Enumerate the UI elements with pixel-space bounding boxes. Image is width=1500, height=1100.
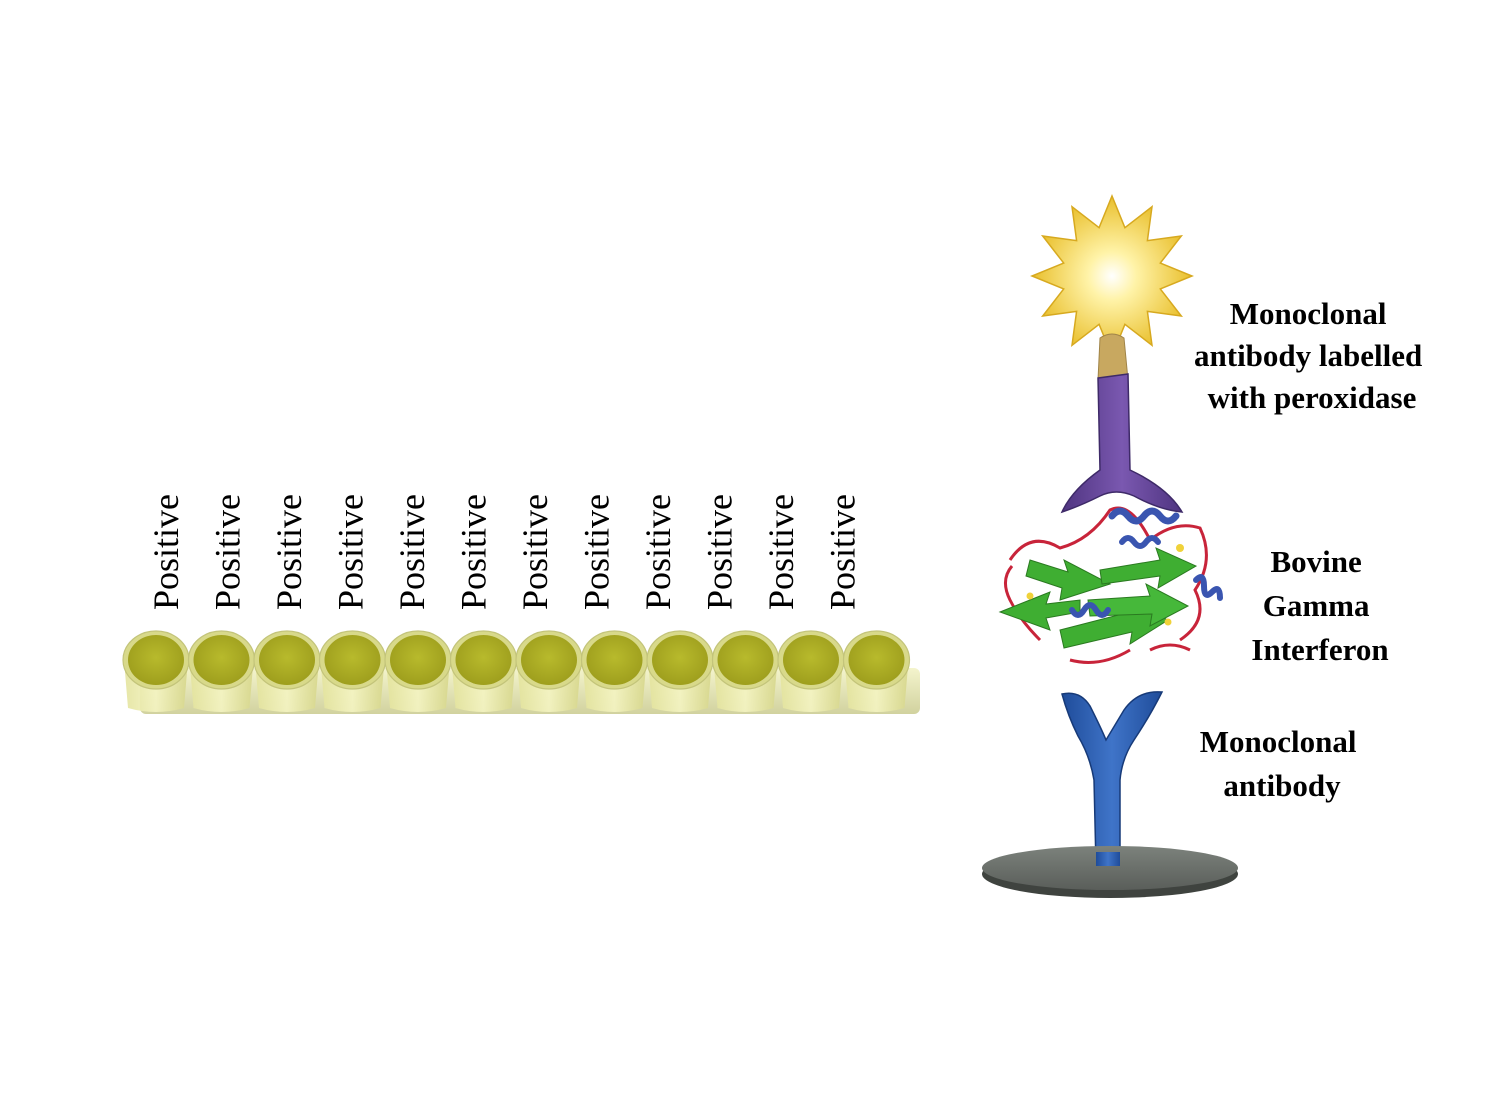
detection-antibody-label-line-1: Monoclonal (1230, 296, 1387, 331)
antigen-label-line-2: Gamma (1263, 588, 1370, 623)
well-result-label: Positive (515, 494, 555, 610)
well-liquid (193, 635, 250, 685)
well-result-label: Positive (146, 494, 186, 610)
well-liquid (652, 635, 708, 685)
well-result-label: Positive (454, 494, 494, 610)
capture-antibody-label: Monoclonal antibody (1200, 724, 1364, 803)
well-liquid (717, 635, 774, 685)
well-result-label: Positive (269, 494, 309, 610)
well-liquid (128, 635, 184, 685)
well-result-label: Positive (331, 494, 371, 610)
well-result-label: Positive (577, 494, 617, 610)
well-label-row: Positive Positive Positive Positive Positive… (146, 494, 863, 610)
well (777, 630, 845, 712)
well (515, 630, 583, 712)
detection-antibody-label-line-2: antibody labelled (1194, 338, 1422, 373)
blue-antibody-icon (1061, 691, 1164, 867)
well-liquid (783, 635, 839, 685)
well (711, 630, 780, 712)
well-liquid (586, 635, 643, 685)
well-liquid (324, 635, 381, 685)
capture-antibody-label-line-1: Monoclonal (1200, 724, 1357, 759)
well-result-label: Positive (392, 494, 432, 610)
well (384, 630, 452, 712)
well-liquid (390, 635, 446, 685)
well (122, 630, 190, 712)
elisa-sandwich: Monoclonal antibody labelled with peroxi… (982, 194, 1430, 898)
well (253, 630, 321, 712)
well-row (122, 630, 911, 712)
antigen-label: Bovine Gamma Interferon (1251, 544, 1388, 667)
well-result-label: Positive (208, 494, 248, 610)
peroxidase-star-icon (1030, 194, 1194, 358)
well (646, 630, 714, 712)
capture-antibody-label-line-2: antibody (1223, 768, 1341, 803)
well-result-label: Positive (700, 494, 740, 610)
well (187, 630, 256, 712)
well-result-label: Positive (823, 494, 863, 610)
well-liquid (521, 635, 577, 685)
detection-antibody-label-line-3: with peroxidase (1208, 380, 1417, 415)
well (449, 630, 518, 712)
purple-antibody-icon (1060, 333, 1184, 514)
well-result-label: Positive (638, 494, 678, 610)
antigen-label-line-3: Interferon (1251, 632, 1388, 667)
protein-ribbon-icon (998, 506, 1223, 664)
well (842, 630, 911, 712)
well (318, 630, 387, 712)
plate-disc-icon (982, 846, 1238, 898)
antigen-label-line-1: Bovine (1270, 544, 1361, 579)
detection-antibody-label: Monoclonal antibody labelled with peroxi… (1194, 296, 1430, 415)
well-liquid (259, 635, 315, 685)
well (580, 630, 649, 712)
well-result-label: Positive (761, 494, 801, 610)
microplate-strip (122, 630, 920, 714)
well-liquid (848, 635, 905, 685)
well-liquid (455, 635, 512, 685)
